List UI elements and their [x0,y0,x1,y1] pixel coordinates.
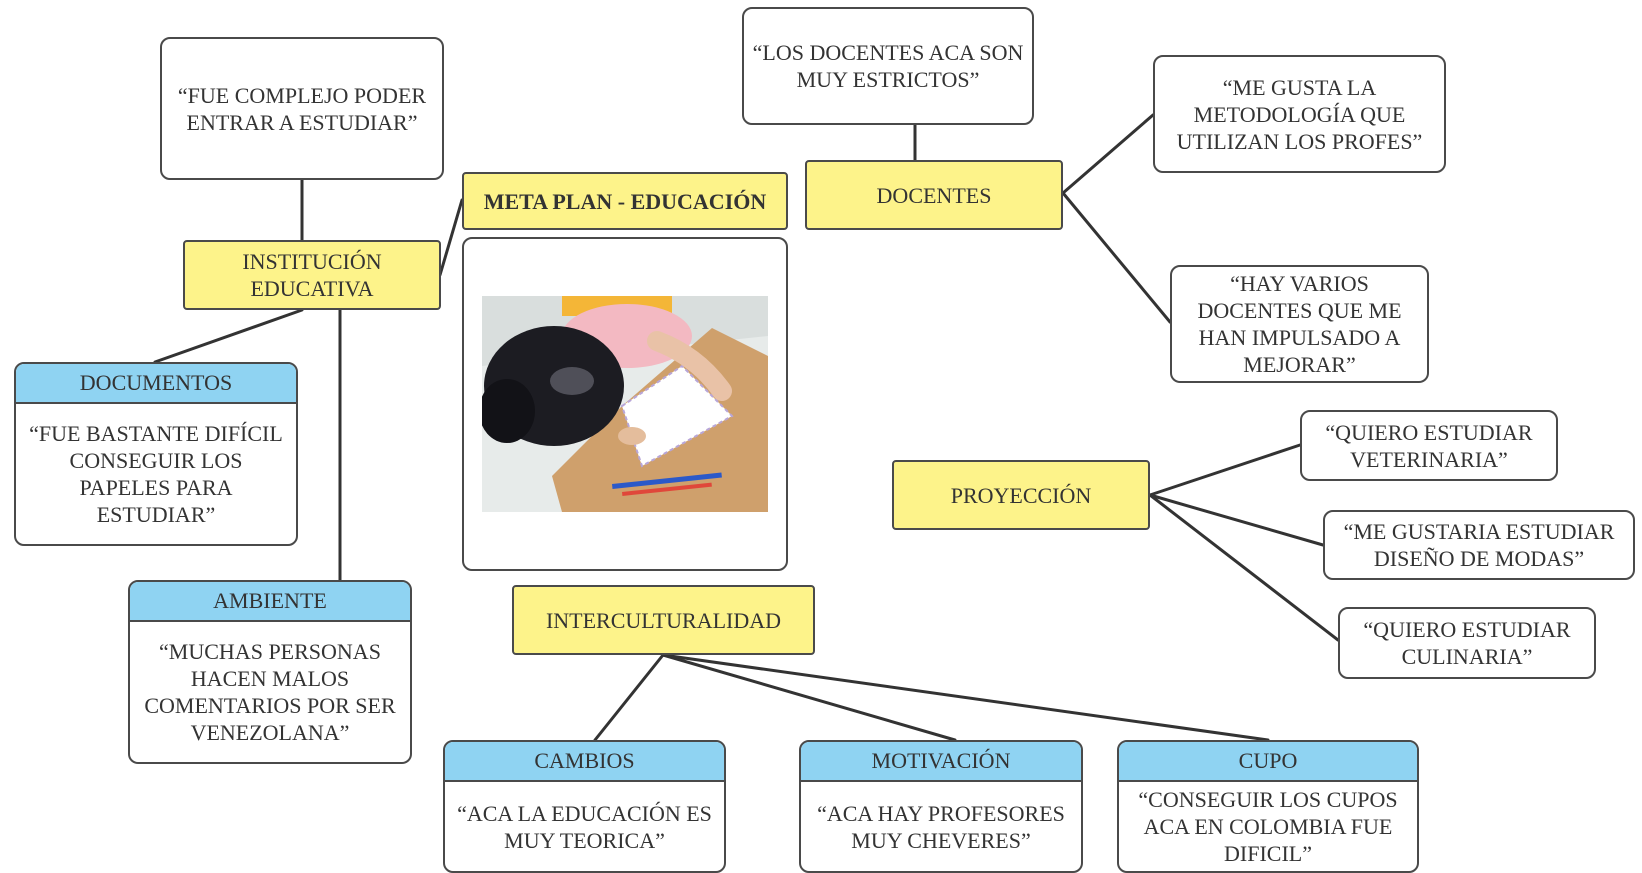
node-proyeccion: PROYECCIÓN [892,460,1150,530]
card-cambios: CAMBIOS “ACA LA EDUCACIÓN ES MUY TEORICA… [443,740,726,873]
quote-veterinaria: “QUIERO ESTUDIAR VETERINARIA” [1300,410,1558,481]
card-cupo-label: CUPO [1119,742,1417,782]
card-motivacion-label: MOTIVACIÓN [801,742,1081,782]
connector [1148,493,1340,642]
node-docentes: DOCENTES [805,160,1063,230]
card-ambiente-label: AMBIENTE [130,582,410,622]
connector [1148,493,1325,547]
card-cambios-label: CAMBIOS [445,742,724,782]
card-documentos: DOCUMENTOS “FUE BASTANTE DIFÍCIL CONSEGU… [14,362,298,546]
page-title: META PLAN - EDUCACIÓN [462,172,788,230]
node-interculturalidad: INTERCULTURALIDAD [512,585,815,655]
card-ambiente: AMBIENTE “MUCHAS PERSONAS HACEN MALOS CO… [128,580,412,764]
quote-impulsado: “HAY VARIOS DOCENTES QUE ME HAN IMPULSAD… [1170,265,1429,383]
card-documentos-quote: “FUE BASTANTE DIFÍCIL CONSEGUIR LOS PAPE… [29,421,283,527]
card-cupo: CUPO “CONSEGUIR LOS CUPOS ACA EN COLOMBI… [1117,740,1419,873]
card-ambiente-quote: “MUCHAS PERSONAS HACEN MALOS COMENTARIOS… [144,639,396,745]
card-cupo-quote: “CONSEGUIR LOS CUPOS ACA EN COLOMBIA FUE… [1138,787,1398,866]
quote-entrar: “FUE COMPLEJO PODER ENTRAR A ESTUDIAR” [160,37,444,180]
connector [1061,113,1155,195]
quote-culinaria: “QUIERO ESTUDIAR CULINARIA” [1338,607,1596,679]
card-motivacion-quote: “ACA HAY PROFESORES MUY CHEVERES” [817,800,1065,853]
card-cambios-quote: “ACA LA EDUCACIÓN ES MUY TEORICA” [457,800,712,853]
connector [661,653,957,742]
connector [153,308,304,364]
quote-metodologia: “ME GUSTA LA METODOLOGÍA QUE UTILIZAN LO… [1153,55,1446,173]
quote-estrictos: “LOS DOCENTES ACA SON MUY ESTRICTOS” [742,7,1034,125]
connector [593,653,665,742]
connector [1148,443,1302,497]
connector [438,198,464,277]
node-institucion-educativa: INSTITUCIÓN EDUCATIVA [183,240,441,310]
photo-frame [462,237,788,571]
card-documentos-label: DOCUMENTOS [16,364,296,404]
connector [1061,191,1172,324]
connector [661,653,1270,742]
quote-modas: “ME GUSTARIA ESTUDIAR DISEÑO DE MODAS” [1323,510,1635,580]
student-drawing-photo [482,296,768,512]
card-motivacion: MOTIVACIÓN “ACA HAY PROFESORES MUY CHEVE… [799,740,1083,873]
